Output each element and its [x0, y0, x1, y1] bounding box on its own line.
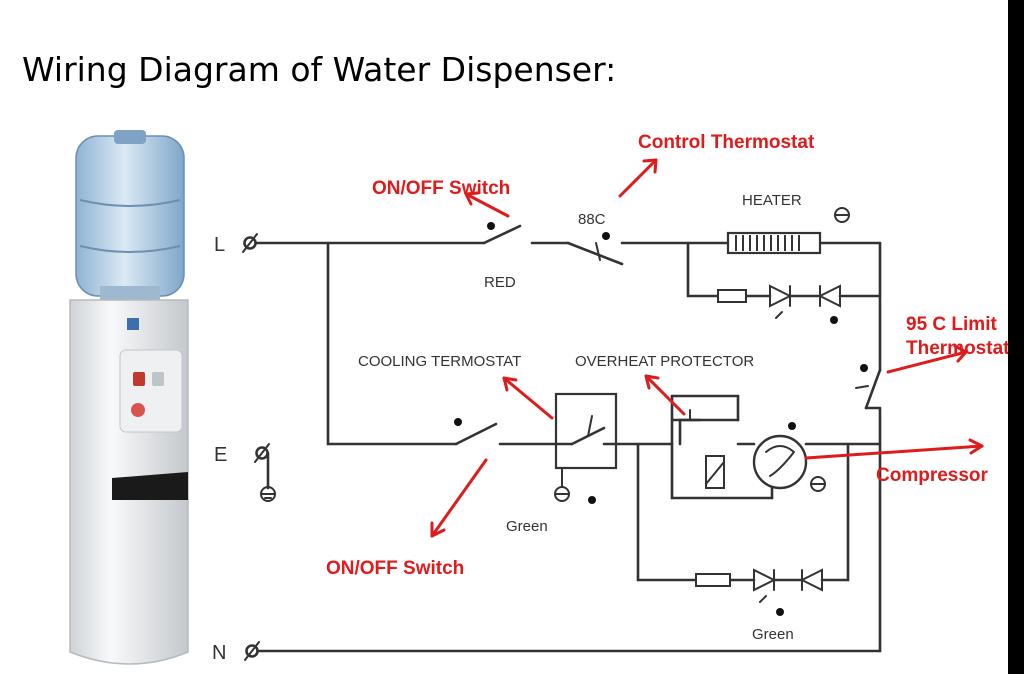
red-wire-label: RED: [484, 274, 516, 291]
lower-resistor-icon: [695, 573, 731, 587]
terminal-l-label: L: [214, 234, 225, 256]
arrow-limit-thermostat: [886, 344, 968, 374]
compressor-motor-icon: [752, 422, 826, 492]
water-dispenser-illustration: [69, 130, 189, 665]
terminal-n-label: N: [212, 642, 226, 664]
green-wire-label-1: Green: [506, 518, 548, 535]
cooling-thermostat-label: COOLING TERMOSTAT: [358, 353, 521, 370]
green-wire-label-2: Green: [752, 626, 794, 643]
arrow-compressor: [804, 438, 984, 460]
wiring-lines: [254, 241, 882, 653]
annotation-onoff-switch-top: ON/OFF Switch: [372, 178, 510, 199]
page-title: Wiring Diagram of Water Dispenser:: [22, 50, 617, 89]
thermostat-88c-label: 88C: [578, 211, 606, 228]
onoff-switch-bottom: [454, 418, 498, 446]
arrow-onoff-bottom: [430, 458, 488, 538]
heater-coil-icon: [726, 207, 850, 255]
annotation-onoff-switch-bottom: ON/OFF Switch: [326, 558, 464, 579]
arrow-onoff-top: [464, 191, 510, 218]
overheat-protector-label: OVERHEAT PROTECTOR: [575, 353, 754, 370]
arrow-cooling-thermostat: [502, 376, 554, 420]
overheat-protector-symbol: [678, 409, 725, 489]
diode-icon: [769, 284, 841, 324]
arrow-control-thermostat: [618, 158, 658, 198]
annotation-limit-thermostat-line1: 95 C Limit: [906, 314, 997, 335]
cooling-thermostat-symbol: [554, 392, 618, 504]
lower-diode-icon: [753, 568, 823, 616]
right-edge-bar: [1008, 0, 1024, 674]
annotation-limit-thermostat-line2: Thermostat: [906, 338, 1008, 359]
annotation-compressor: Compressor: [876, 465, 989, 486]
onoff-switch-top: [482, 222, 522, 245]
arrow-overheat-protector: [644, 374, 686, 416]
terminal-e-label: E: [214, 444, 227, 466]
heater-label: HEATER: [742, 192, 802, 209]
resistor-icon: [717, 289, 747, 303]
annotation-control-thermostat: Control Thermostat: [638, 132, 815, 153]
earth-ground-icon: [260, 486, 276, 502]
control-thermostat-symbol: [566, 232, 624, 266]
annotation-arrows: [430, 158, 984, 538]
limit-thermostat-symbol: [855, 364, 882, 410]
